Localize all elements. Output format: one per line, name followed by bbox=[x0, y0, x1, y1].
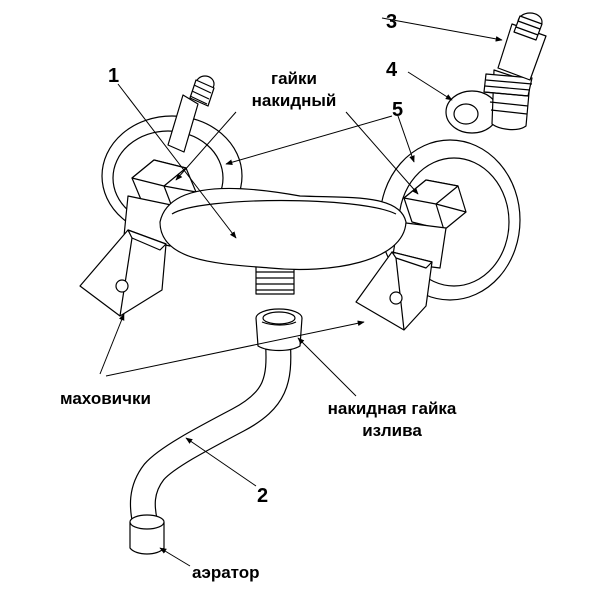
gasket-washer bbox=[445, 90, 499, 134]
spout-cap-nut bbox=[255, 308, 303, 352]
label-part-3: 3 bbox=[386, 11, 397, 33]
label-spout-nut-line1: накидная гайка bbox=[328, 399, 457, 418]
label-part-5: 5 bbox=[392, 99, 403, 121]
leader-cap-nut-right bbox=[345, 111, 419, 195]
leader-3 bbox=[381, 17, 503, 42]
leader-4 bbox=[407, 71, 453, 101]
leader-1 bbox=[117, 83, 237, 239]
leader-aerator bbox=[159, 547, 191, 567]
leader-5-right bbox=[397, 115, 415, 163]
faucet-body bbox=[159, 187, 407, 271]
aerator bbox=[129, 514, 165, 555]
right-cap-nut bbox=[403, 179, 467, 231]
eccentric-adapter bbox=[483, 12, 547, 131]
label-cap-nuts-line1: гайки bbox=[271, 69, 317, 88]
leader-handwheel-left bbox=[99, 313, 125, 375]
leader-cap-nut-left bbox=[175, 111, 237, 181]
leader-handwheel-right bbox=[105, 320, 365, 377]
leader-5-left bbox=[225, 115, 393, 165]
spout-pipe bbox=[129, 343, 292, 525]
label-spout-nut-line2: излива bbox=[362, 421, 422, 440]
left-handwheel bbox=[79, 229, 167, 317]
label-cap-nuts-line2: накидный bbox=[252, 91, 337, 110]
leader-lines bbox=[99, 17, 503, 567]
left-inlet-pipe bbox=[167, 75, 215, 153]
label-handwheels: маховички bbox=[60, 389, 151, 408]
label-part-2: 2 bbox=[257, 485, 268, 507]
leader-2 bbox=[185, 437, 257, 487]
label-aerator: аэратор bbox=[192, 563, 260, 582]
label-part-4: 4 bbox=[386, 59, 398, 81]
right-handwheel bbox=[355, 251, 433, 331]
leader-spout-nut bbox=[297, 337, 357, 397]
label-part-1: 1 bbox=[108, 65, 119, 87]
